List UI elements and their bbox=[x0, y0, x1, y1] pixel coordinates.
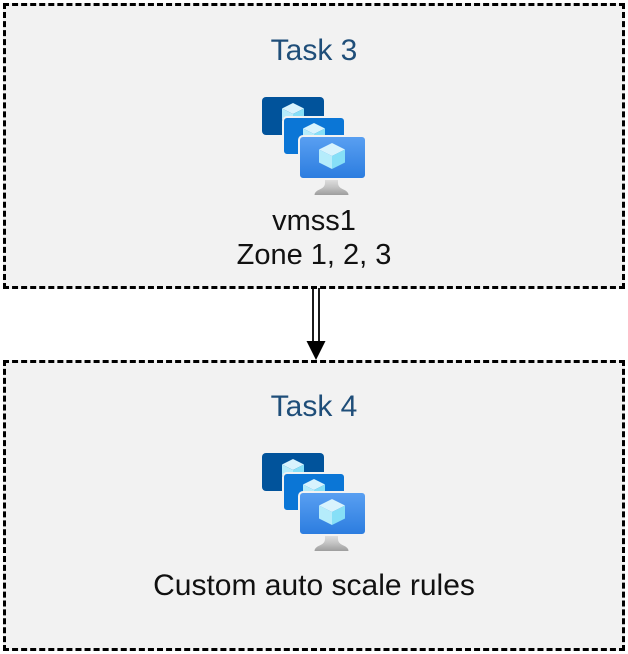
zones-label: Zone 1, 2, 3 bbox=[236, 239, 392, 271]
vmss-icon bbox=[261, 452, 367, 552]
autoscale-rules-label: Custom auto scale rules bbox=[153, 569, 475, 602]
task3-box: Task 3 vmss1 Zone 1, 2, 3 bbox=[3, 3, 625, 289]
down-arrow-connector bbox=[306, 288, 326, 360]
task4-title: Task 4 bbox=[270, 390, 358, 423]
task4-box: Task 4 Custom auto scale rules bbox=[3, 360, 625, 651]
vmss-icon bbox=[261, 96, 367, 196]
task3-title: Task 3 bbox=[270, 34, 358, 67]
arrow-head bbox=[306, 341, 326, 360]
vmss-name-label: vmss1 bbox=[272, 205, 356, 237]
